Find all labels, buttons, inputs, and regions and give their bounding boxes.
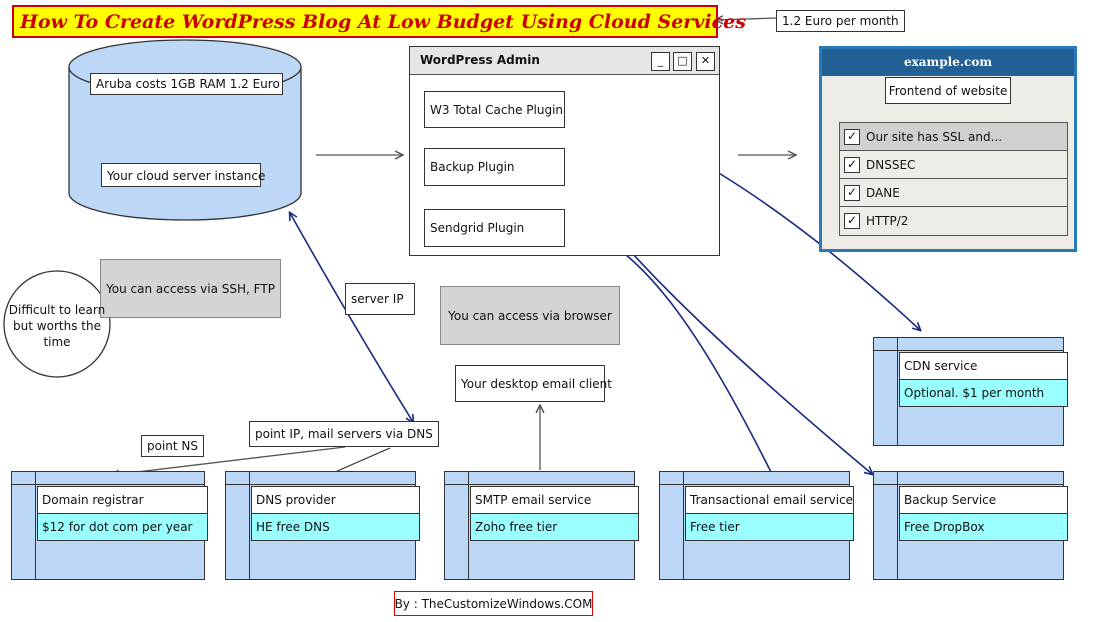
service-name: CDN service xyxy=(899,352,1068,380)
service-name: Backup Service xyxy=(899,486,1068,514)
service-cdn: CDN service Optional. $1 per month xyxy=(873,337,1068,446)
price-note: 1.2 Euro per month xyxy=(776,10,905,32)
service-note: Optional. $1 per month xyxy=(899,379,1068,407)
checkbox-checked-icon[interactable]: ✓ xyxy=(844,157,860,173)
ssh-access-note: You can access via SSH, FTP xyxy=(100,259,281,318)
point-ns-note: point NS xyxy=(141,435,205,457)
frontend-label: Frontend of website xyxy=(885,77,1011,104)
plugin-backup[interactable]: Backup Plugin xyxy=(424,148,565,186)
plugin-sendgrid[interactable]: Sendgrid Plugin xyxy=(424,209,565,247)
minimize-icon[interactable]: _ xyxy=(651,52,670,71)
page-title: How To Create WordPress Blog At Low Budg… xyxy=(12,5,746,38)
site-domain: example.com xyxy=(822,49,1074,76)
check-row-dane[interactable]: ✓ DANE xyxy=(839,178,1068,208)
server-label: Aruba costs 1GB RAM 1.2 Euro xyxy=(90,73,283,95)
service-name: SMTP email service xyxy=(470,486,639,514)
credit-note: By : TheCustomizeWindows.COM xyxy=(394,591,593,616)
service-smtp: SMTP email service Zoho free tier xyxy=(444,471,639,580)
check-row-ssl[interactable]: ✓ Our site has SSL and... xyxy=(839,122,1068,152)
server-ip-note: server IP xyxy=(345,283,415,315)
service-note: Free DropBox xyxy=(899,513,1068,541)
cloud-server-cylinder xyxy=(68,39,302,221)
email-client-note: Your desktop email client xyxy=(455,365,612,402)
service-note: Free tier xyxy=(685,513,854,541)
service-backup: Backup Service Free DropBox xyxy=(873,471,1068,580)
service-name: DNS provider xyxy=(251,486,420,514)
check-label: DANE xyxy=(866,186,900,200)
dns-link-line xyxy=(334,447,391,473)
price-arrow xyxy=(716,18,777,20)
service-note: Zoho free tier xyxy=(470,513,639,541)
sendgrid-arrow xyxy=(566,224,775,480)
service-name: Transactional email service xyxy=(685,486,854,514)
service-domain-registrar: Domain registrar $12 for dot com per yea… xyxy=(11,471,208,580)
maximize-icon[interactable]: □ xyxy=(673,52,692,71)
browser-access-note: You can access via browser xyxy=(440,286,620,345)
check-row-dnssec[interactable]: ✓ DNSSEC xyxy=(839,150,1068,180)
difficult-note: Difficult to learn but worths the time xyxy=(8,303,106,349)
difficult-circle xyxy=(3,270,111,378)
check-label: DNSSEC xyxy=(866,158,916,172)
service-note: $12 for dot com per year xyxy=(37,513,208,541)
service-dns-provider: DNS provider HE free DNS xyxy=(225,471,420,580)
check-label: HTTP/2 xyxy=(866,214,909,228)
checkbox-checked-icon[interactable]: ✓ xyxy=(844,129,860,145)
server-dns-arrow xyxy=(290,213,413,422)
service-transactional-email: Transactional email service Free tier xyxy=(659,471,854,580)
point-ip-note: point IP, mail servers via DNS xyxy=(249,421,439,447)
ns-arrow xyxy=(112,446,346,475)
checkbox-checked-icon[interactable]: ✓ xyxy=(844,213,860,229)
frontend-window: example.com Frontend of website ✓ Our sit… xyxy=(819,46,1077,252)
server-instance-label: Your cloud server instance xyxy=(101,163,265,187)
service-note: HE free DNS xyxy=(251,513,420,541)
checkbox-checked-icon[interactable]: ✓ xyxy=(844,185,860,201)
check-label: Our site has SSL and... xyxy=(866,130,1003,144)
service-name: Domain registrar xyxy=(37,486,208,514)
plugin-w3-total-cache[interactable]: W3 Total Cache Plugin xyxy=(424,91,565,128)
check-row-http2[interactable]: ✓ HTTP/2 xyxy=(839,206,1068,236)
close-icon[interactable]: ✕ xyxy=(696,52,715,71)
